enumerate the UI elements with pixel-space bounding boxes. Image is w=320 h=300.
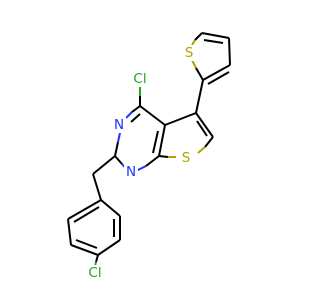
bond-n3-c4-n (125, 111, 133, 119)
atom-n-upper: N (114, 117, 124, 133)
bond-ar-6 (67, 199, 102, 220)
bond-ar-6-inner (73, 206, 100, 223)
bond-ch2-ipso (92, 173, 102, 201)
bond-s7-c7a (158, 155, 169, 158)
bond-n3-c4-double (130, 113, 141, 123)
bond-ar-4 (70, 244, 99, 256)
bond-c3t-c4t (228, 37, 231, 66)
bond-c2-ch2 (92, 155, 116, 175)
bond-ar-cl (95, 254, 99, 263)
fused-thiophene-ring (158, 112, 214, 158)
atom-cl-top: Cl (133, 71, 146, 87)
bond-c5-c6 (195, 112, 214, 138)
bond-ar-5 (67, 218, 72, 246)
bond-c4t-c5t (201, 32, 230, 39)
pyrimidine-ring (114, 105, 166, 173)
bond-c2t-c3t-inner (207, 71, 230, 85)
bond-c4t-c5t-inner (203, 39, 224, 44)
bond-c5-c6-inner (196, 120, 208, 137)
bond-c2t-c3t (202, 64, 231, 81)
bond-c5t-s1t-s (191, 39, 196, 46)
bond-ar-3 (97, 239, 121, 256)
atom-s-thienyl: S (185, 45, 194, 61)
bond-ar-1 (100, 199, 121, 217)
bond-c2-n3 (114, 141, 119, 157)
bond-c6-s7 (204, 136, 214, 148)
bond-c5-c2t (195, 79, 204, 114)
atom-labels: Cl N N S S Cl (84, 45, 196, 281)
bond-s1t-c2t (195, 67, 204, 81)
bond-c7a-n1 (145, 155, 160, 167)
atom-cl-bottom: Cl (88, 265, 101, 281)
bond-c4-c4a (139, 105, 166, 126)
bond-c4a-c7a-inner (152, 130, 159, 154)
atom-s-fused: S (182, 150, 191, 166)
atom-n-lower: N (126, 164, 136, 180)
chlorophenyl-ring (67, 199, 121, 256)
molecule-structure: Cl N N S S Cl (67, 32, 231, 281)
thienyl-ring (191, 32, 231, 114)
bond-n1-c2 (114, 155, 123, 165)
structure-canvas: Cl N N S S Cl (67, 32, 231, 281)
bond-c2-n3-n (117, 132, 121, 143)
bond-c4a-c5 (164, 112, 197, 126)
bond-s1t-c2t-s (191, 59, 197, 69)
bond-n3-c4 (131, 105, 141, 113)
bond-c4a-c7a (158, 124, 166, 157)
bond-c5t-s1t (194, 32, 203, 41)
bond-c6-s7-s (197, 146, 206, 154)
bond-ar-4-inner (75, 239, 98, 249)
